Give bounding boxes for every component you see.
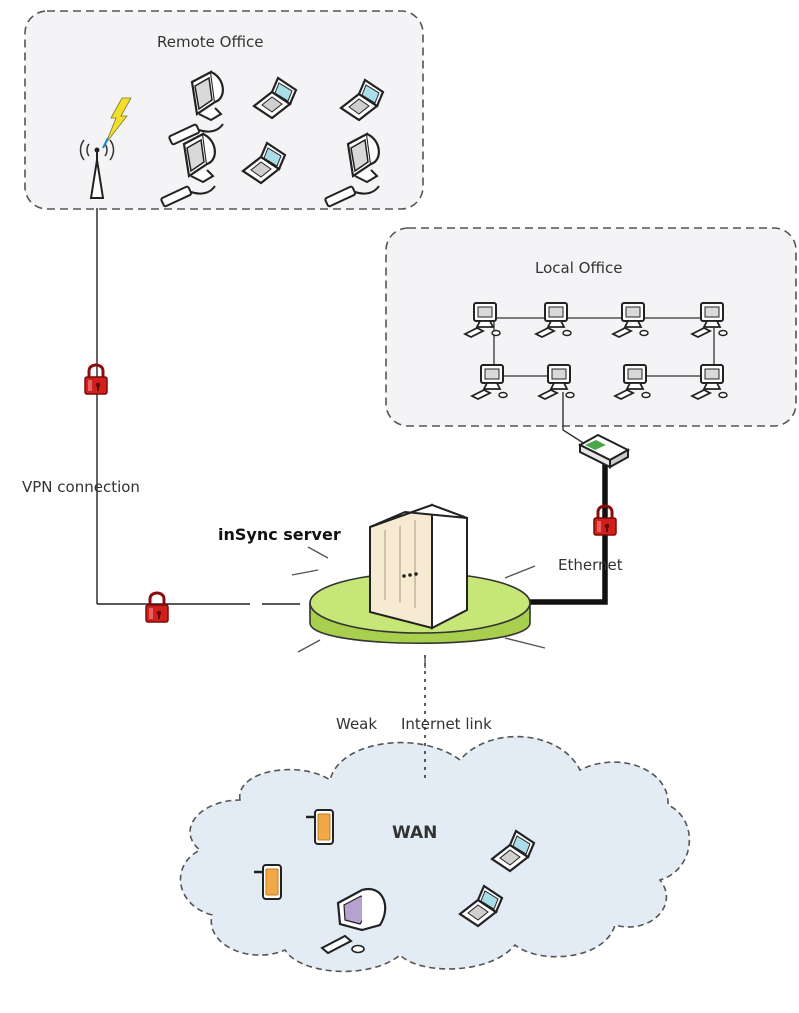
lock-icon (144, 591, 170, 624)
wan-cloud (179, 735, 691, 973)
local-office-zone (385, 227, 797, 427)
weak-link-label-2: Internet link (401, 715, 492, 733)
remote-office-zone (24, 10, 424, 210)
ethernet-link (525, 458, 608, 605)
wan-label: WAN (392, 823, 438, 843)
local-office-label: Local Office (535, 259, 623, 277)
insync-server-label: inSync server (218, 525, 341, 544)
vpn-connection-label: VPN connection (22, 478, 140, 496)
wireless-tower-icon (79, 139, 115, 199)
ethernet-label: Ethernet (558, 556, 623, 574)
remote-office-devices (79, 70, 385, 208)
lightning-icon (102, 97, 132, 149)
router-icon (577, 433, 631, 469)
remote-office-label: Remote Office (157, 33, 264, 51)
weak-link-label-1: Weak (336, 715, 378, 733)
lock-icon (83, 363, 109, 396)
desktop-computer-icon (320, 887, 387, 955)
server-tower-icon (369, 503, 468, 630)
wan-devices (252, 808, 536, 955)
